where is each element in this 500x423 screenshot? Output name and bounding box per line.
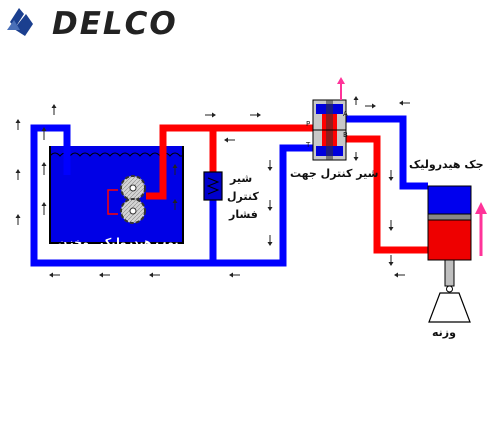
flow-arrow (399, 100, 410, 106)
flow-arrow (49, 272, 60, 278)
pump-gears (107, 175, 146, 224)
directional-control-valve (312, 99, 347, 161)
flow-arrow (205, 112, 216, 118)
pressure-control-valve (203, 171, 223, 201)
flow-arrow (172, 199, 178, 210)
label-direction-valve: شیر کنترل جهت (290, 167, 379, 180)
flow-arrow (388, 255, 394, 266)
label-tank: مخزن (58, 236, 89, 249)
flow-arrow (388, 170, 394, 181)
label-cylinder: جک هیدرولیک (409, 158, 484, 171)
flow-arrow (41, 202, 47, 215)
flow-arrow (267, 235, 273, 246)
flow-arrow (353, 96, 359, 105)
port-b: B (343, 131, 348, 139)
pressure-lines (146, 124, 428, 254)
label-pressure-valve-1: شیر (230, 172, 253, 185)
flow-direction-arrows (15, 96, 410, 278)
flow-arrow (394, 272, 405, 278)
flow-arrow (172, 164, 178, 175)
flow-arrow (15, 119, 21, 130)
cylinder-up-arrow (475, 202, 487, 256)
flow-arrow (15, 169, 21, 180)
label-pressure-valve-2: کنترل (227, 190, 259, 203)
flow-arrow (365, 103, 376, 109)
port-t: T (306, 141, 311, 149)
delco-logo-mark (7, 8, 33, 36)
valve-actuation-arrow (337, 77, 345, 100)
flow-arrow (267, 160, 273, 171)
flow-arrow (51, 104, 57, 115)
flow-arrow (149, 272, 160, 278)
flow-arrow (99, 272, 110, 278)
label-weight: وزنه (432, 326, 456, 339)
label-pump: پمپ هیدرولیک (100, 236, 179, 249)
label-pressure-valve-3: فشار (229, 208, 258, 221)
return-lines (30, 115, 428, 267)
flow-arrow (353, 152, 359, 161)
flow-arrow (224, 137, 235, 143)
flow-arrow (388, 220, 394, 231)
brand-name: DELCO (52, 6, 178, 40)
flow-arrow (41, 162, 47, 175)
flow-arrow (229, 272, 240, 278)
flow-arrow (41, 127, 47, 140)
flow-arrow (250, 112, 261, 118)
flow-arrow (15, 214, 21, 225)
hydraulic-cylinder (427, 185, 472, 287)
flow-arrow (267, 200, 273, 211)
delco-logo: DELCO (7, 6, 178, 40)
load-weight (428, 285, 471, 323)
motion-arrows (337, 77, 487, 256)
port-a: A (343, 110, 348, 118)
port-p: P (306, 120, 311, 128)
